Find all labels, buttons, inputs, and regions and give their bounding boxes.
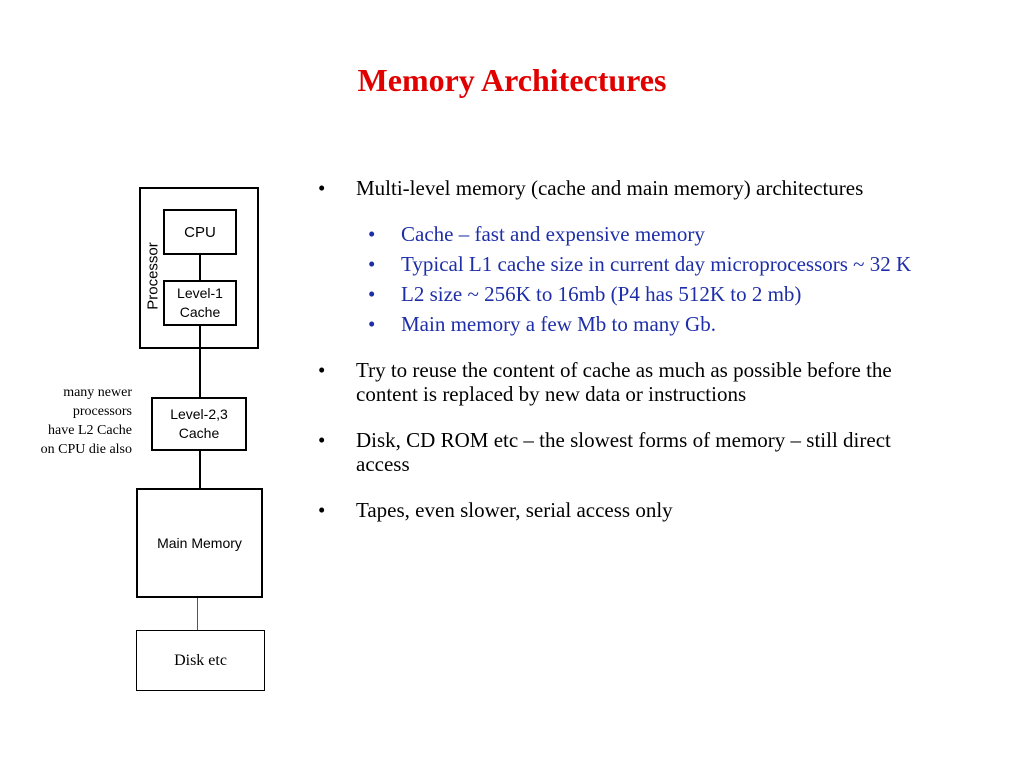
processor-label: Processor <box>144 242 162 310</box>
bullet-item: Tapes, even slower, serial access only <box>318 498 918 522</box>
l2-note: many newer processors have L2 Cache on C… <box>10 383 132 459</box>
mainmem-disk-connector <box>197 598 198 630</box>
l2-mainmem-connector <box>199 451 201 488</box>
sub-bullet-list: Cache – fast and expensive memory Typica… <box>318 222 918 336</box>
bullet-item: Disk, CD ROM etc – the slowest forms of … <box>318 428 918 476</box>
level23-cache-box: Level-2,3 Cache <box>151 397 247 451</box>
disk-box: Disk etc <box>136 630 265 691</box>
main-memory-box: Main Memory <box>136 488 263 598</box>
level1-label-line1: Level-1 <box>177 285 223 301</box>
sub-bullet-item: L2 size ~ 256K to 16mb (P4 has 512K to 2… <box>318 282 918 306</box>
note-line: on CPU die also <box>40 442 132 457</box>
note-line: many newer <box>63 385 132 400</box>
bullet-list: Multi-level memory (cache and main memor… <box>318 176 918 544</box>
note-line: have L2 Cache <box>48 423 132 438</box>
level23-label-line1: Level-2,3 <box>170 406 228 422</box>
cpu-l1-connector <box>199 255 201 280</box>
l1-l2-connector <box>199 326 201 397</box>
slide-title: Memory Architectures <box>357 62 667 98</box>
main-memory-label: Main Memory <box>157 535 242 551</box>
cpu-box: CPU <box>163 209 237 255</box>
bullet-item: Multi-level memory (cache and main memor… <box>318 176 918 200</box>
cpu-label: CPU <box>184 223 216 241</box>
bullet-item: Try to reuse the content of cache as muc… <box>318 358 918 406</box>
level1-cache-box: Level-1 Cache <box>163 280 237 326</box>
sub-bullet-item: Typical L1 cache size in current day mic… <box>318 252 918 276</box>
sub-bullet-item: Main memory a few Mb to many Gb. <box>318 312 918 336</box>
level23-label-line2: Cache <box>178 425 220 441</box>
level1-label-line2: Cache <box>179 304 221 320</box>
disk-label: Disk etc <box>174 651 227 669</box>
note-line: processors <box>72 404 132 419</box>
sub-bullet-item: Cache – fast and expensive memory <box>318 222 918 246</box>
